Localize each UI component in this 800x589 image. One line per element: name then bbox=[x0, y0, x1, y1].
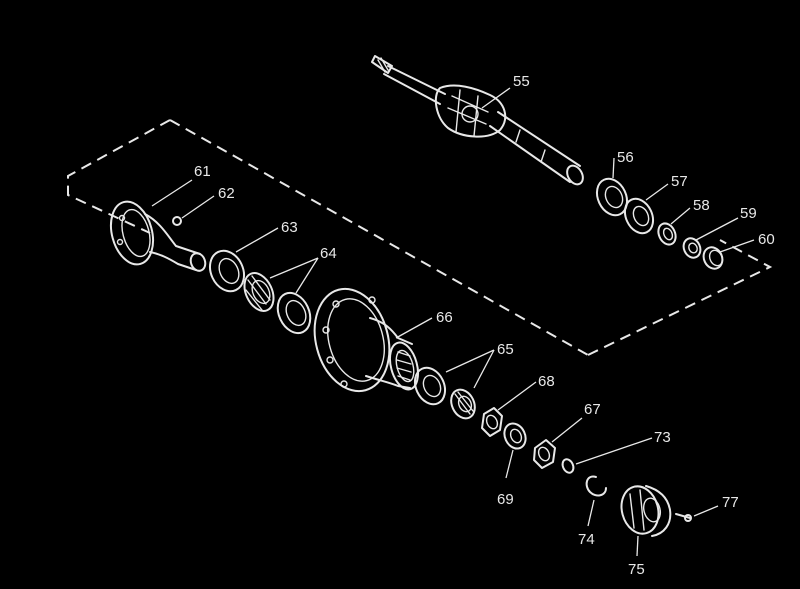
callout-68: 68 bbox=[538, 373, 555, 390]
bearing-64 bbox=[243, 272, 312, 335]
nut-67 bbox=[533, 439, 556, 469]
stud-62 bbox=[172, 216, 182, 226]
callout-57: 57 bbox=[671, 173, 688, 190]
snap-ring-73 bbox=[561, 458, 575, 474]
callout-60: 60 bbox=[758, 231, 775, 248]
callout-61: 61 bbox=[194, 163, 211, 180]
callout-66: 66 bbox=[436, 309, 453, 326]
callout-67: 67 bbox=[584, 401, 601, 418]
retaining-ring-74 bbox=[585, 475, 607, 497]
bearing-57 bbox=[623, 197, 655, 235]
callout-58: 58 bbox=[693, 197, 710, 214]
dashed-assembly-boundary bbox=[67, 119, 773, 356]
bearing-65 bbox=[413, 366, 476, 420]
callout-56: 56 bbox=[617, 149, 634, 166]
washer-58 bbox=[657, 222, 677, 246]
washer-69 bbox=[503, 422, 527, 450]
callout-labels: 55 56 57 58 59 60 61 62 63 64 65 66 67 6… bbox=[194, 73, 775, 578]
bushing-60 bbox=[702, 246, 724, 270]
axle-shaft-with-u-joint bbox=[371, 55, 584, 186]
locking-hub-75 bbox=[620, 485, 672, 537]
callout-64: 64 bbox=[320, 245, 337, 262]
callout-63: 63 bbox=[281, 219, 298, 236]
callout-62: 62 bbox=[218, 185, 235, 202]
callout-59: 59 bbox=[740, 205, 757, 222]
callout-77: 77 bbox=[722, 494, 739, 511]
screw-77 bbox=[675, 513, 692, 522]
callout-74: 74 bbox=[578, 531, 595, 548]
callout-73: 73 bbox=[654, 429, 671, 446]
bearing-59 bbox=[682, 237, 702, 259]
seal-63 bbox=[208, 249, 246, 293]
nut-68 bbox=[481, 407, 503, 437]
seal-56 bbox=[595, 177, 629, 217]
leader-lines bbox=[151, 87, 755, 557]
callout-65: 65 bbox=[497, 341, 514, 358]
callout-75: 75 bbox=[628, 561, 645, 578]
callout-55: 55 bbox=[513, 73, 530, 90]
hub-66 bbox=[313, 287, 420, 393]
callout-69: 69 bbox=[497, 491, 514, 508]
spindle-61 bbox=[109, 200, 207, 272]
